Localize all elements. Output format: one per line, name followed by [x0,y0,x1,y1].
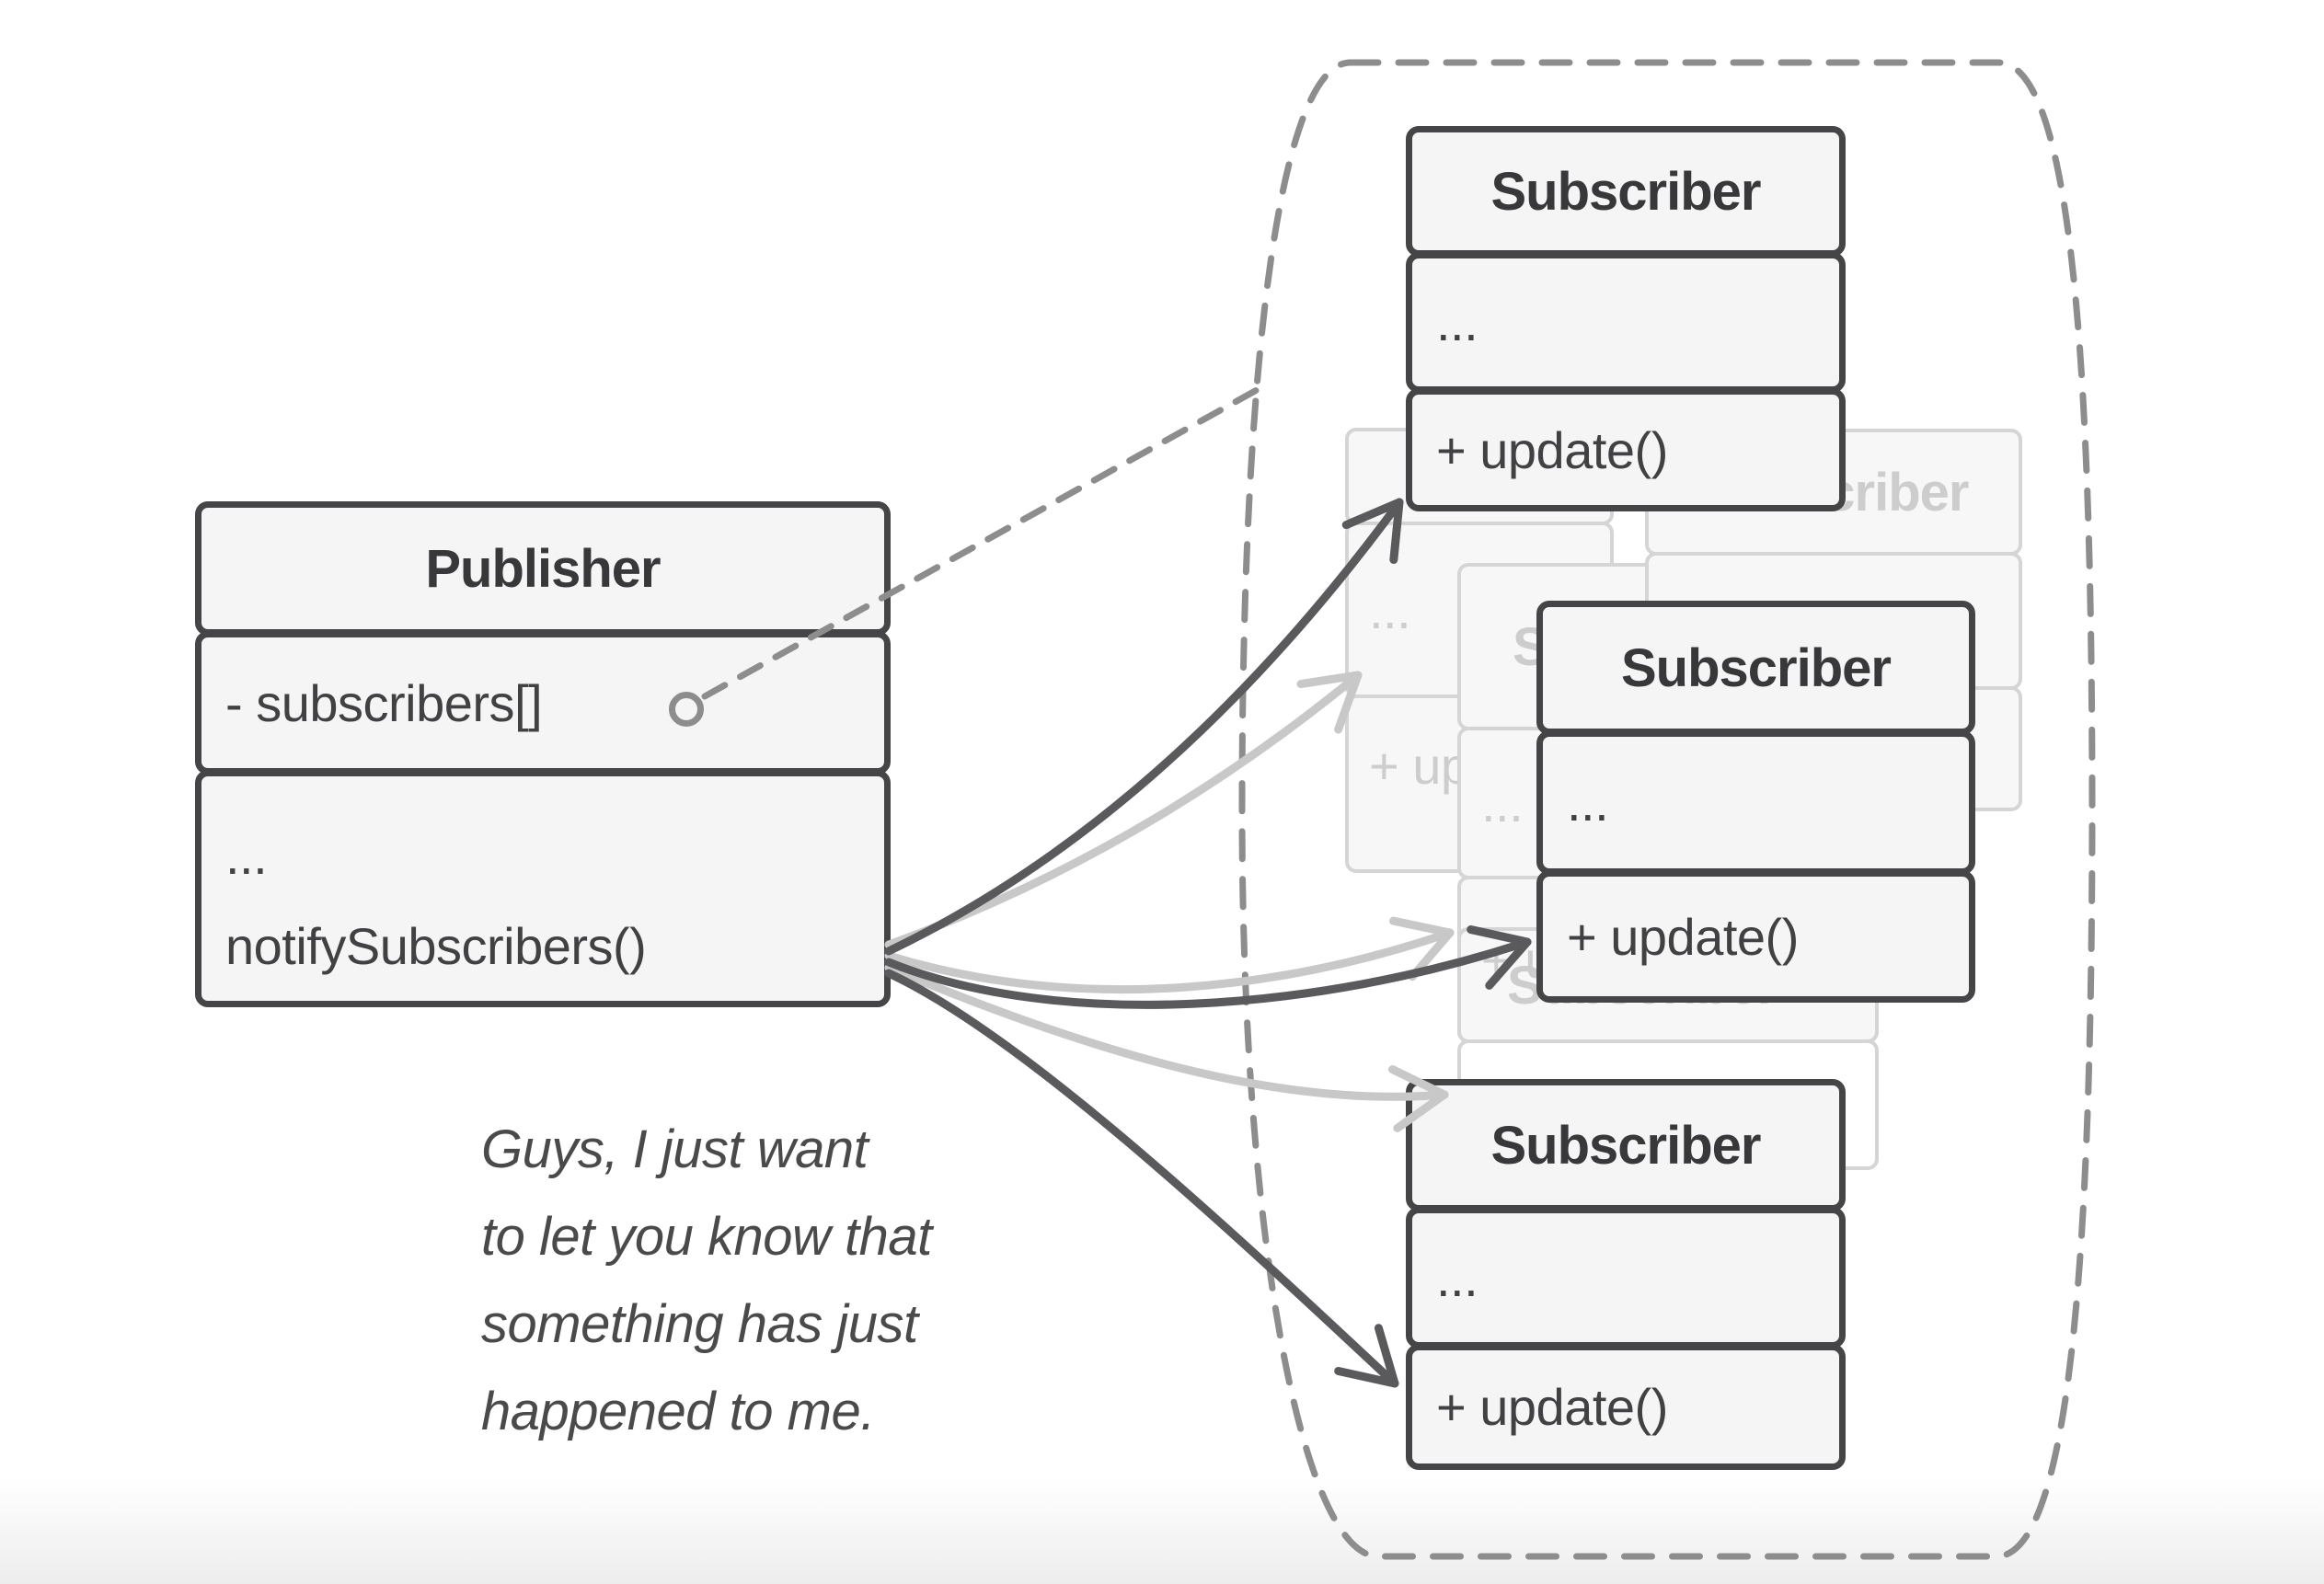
publisher-class-box: Publisher - subscribers[] ... notifySubs… [195,501,891,1007]
publisher-notify-method: notifySubscribers() [225,917,647,975]
subscriber-class-field: ... [1536,730,1975,875]
speech-line: to let you know that [481,1207,932,1267]
notify-arrow-subscriber-bottom [884,969,1399,1388]
bottom-fade-strip [0,1478,2324,1584]
subscriber-class-title: Subscriber [1536,601,1975,735]
subscriber-class-box-top: Subscriber ... + update() [1406,126,1846,511]
publisher-subscribers-field: - subscribers[] [195,631,891,775]
subscriber-class-box-bottom: Subscriber ... + update() [1406,1079,1846,1470]
publisher-methods-compartment: ... notifySubscribers() [195,770,891,1007]
notify-arrow-subscriber-middle [884,925,1532,1009]
speech-line: Guys, I just want [481,1119,869,1179]
notify-arrow-ghost-middle [884,916,1455,994]
subscriber-class-field: ... [1406,252,1846,393]
speech-line: something has just [481,1294,918,1354]
publisher-speech-text: Guys, I just want to let you know that s… [481,1106,932,1455]
subscriber-update-method: + update() [1406,1344,1846,1470]
subscriber-class-field: ... [1406,1207,1846,1349]
subscriber-update-method: + update() [1536,870,1975,1003]
subscriber-class-title: Subscriber [1406,1079,1846,1211]
notify-arrow-ghost-top [884,671,1363,949]
publisher-class-title: Publisher [195,501,891,636]
subscriber-class-title: Subscriber [1406,126,1846,257]
notify-arrow-subscriber-top [884,498,1404,956]
publisher-method-ellipsis: ... [225,827,268,885]
subscriber-update-method: + update() [1406,388,1846,511]
subscriber-class-box-middle: Subscriber ... + update() [1536,601,1975,1003]
notify-arrow-ghost-bottom [884,963,1449,1132]
speech-line: happened to me. [481,1382,875,1441]
